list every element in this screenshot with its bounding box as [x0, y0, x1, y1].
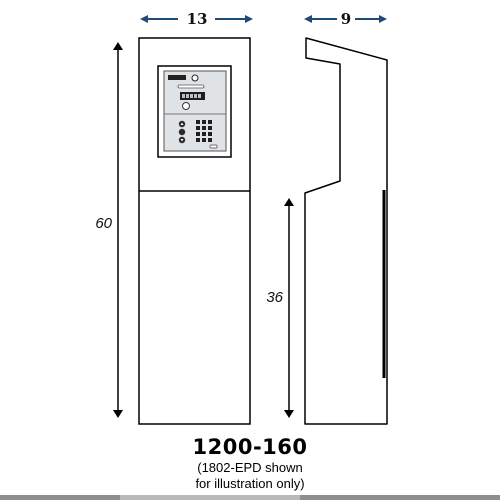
pedestal-side-profile — [304, 37, 388, 425]
down-triangle-icon — [180, 139, 184, 142]
bottom-bar-segment — [300, 495, 500, 500]
nav-select-button — [178, 128, 186, 136]
illustration-note-line1: (1802-EPD shown — [197, 460, 303, 475]
nav-buttons — [178, 120, 186, 144]
speaker-grille — [177, 84, 205, 89]
bottom-bar-segment — [0, 495, 120, 500]
camera-lens-icon — [182, 102, 190, 110]
keypad — [196, 120, 212, 142]
bottom-scroll-bar — [0, 495, 500, 500]
front-width-label: 13 — [187, 10, 208, 28]
lcd-segments — [182, 94, 201, 98]
side-height-label: 36 — [266, 289, 283, 306]
front-view: 13 60 — [95, 10, 253, 425]
side-view: 9 36 — [266, 10, 388, 425]
illustration-note-line2: for illustration only) — [195, 476, 305, 491]
front-height-label: 60 — [95, 215, 112, 232]
brand-logo — [168, 75, 186, 80]
model-number: 1200-160 — [192, 435, 308, 459]
side-depth-label: 9 — [341, 10, 351, 28]
info-icon — [191, 74, 199, 82]
panel-label-plate — [209, 144, 218, 149]
call-panel-face — [163, 70, 227, 152]
call-panel — [157, 65, 232, 158]
up-triangle-icon — [180, 122, 184, 125]
